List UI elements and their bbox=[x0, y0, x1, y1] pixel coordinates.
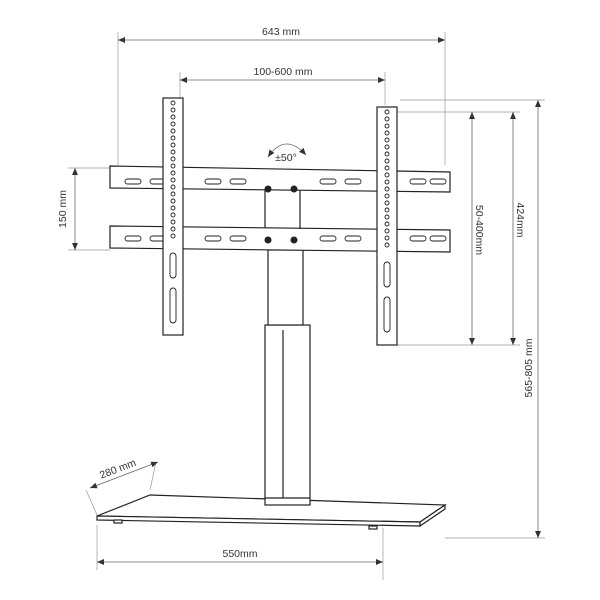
bracket-hole bbox=[384, 214, 390, 220]
bracket-hole bbox=[384, 228, 390, 234]
right-vertical-bracket bbox=[376, 106, 398, 346]
mount-slot bbox=[229, 178, 247, 185]
bracket-hole bbox=[384, 151, 390, 157]
mount-slot bbox=[409, 235, 427, 242]
bracket-hole bbox=[170, 121, 176, 127]
bracket-hole bbox=[170, 156, 176, 162]
overall-width-label: 643 mm bbox=[262, 26, 300, 38]
left-vertical-bracket bbox=[162, 97, 184, 336]
bracket-hole bbox=[384, 242, 390, 248]
bracket-hole bbox=[384, 235, 390, 241]
bracket-hole bbox=[170, 114, 176, 120]
bracket-hole bbox=[384, 200, 390, 206]
bracket-hole bbox=[384, 130, 390, 136]
mount-slot bbox=[229, 235, 247, 242]
bracket-hole bbox=[170, 184, 176, 190]
bracket-hole bbox=[384, 186, 390, 192]
vesa-horizontal-label: 100-600 mm bbox=[254, 66, 313, 78]
mount-slot bbox=[429, 235, 447, 242]
mount-slot bbox=[409, 178, 427, 185]
mount-slot bbox=[204, 235, 222, 242]
bracket-hole bbox=[384, 109, 390, 115]
base-depth-label: 280 mm bbox=[98, 457, 138, 482]
mount-slot bbox=[429, 178, 447, 185]
bracket-hole bbox=[384, 221, 390, 227]
column bbox=[264, 249, 311, 506]
bracket-hole bbox=[170, 163, 176, 169]
bracket-hole bbox=[384, 165, 390, 171]
mount-slot bbox=[204, 178, 222, 185]
bracket-hole bbox=[384, 144, 390, 150]
bracket-slot bbox=[169, 252, 177, 279]
bracket-hole bbox=[170, 135, 176, 141]
mount-slot bbox=[344, 235, 362, 242]
bracket-hole bbox=[384, 137, 390, 143]
bracket-hole bbox=[170, 177, 176, 183]
horizontal-mount-plate bbox=[109, 165, 451, 253]
bracket-hole bbox=[170, 142, 176, 148]
bracket-hole bbox=[384, 207, 390, 213]
bracket-hole bbox=[170, 128, 176, 134]
bracket-hole bbox=[384, 172, 390, 178]
bracket-hole bbox=[170, 198, 176, 204]
bracket-slot bbox=[383, 296, 391, 333]
base-depth-dimension bbox=[89, 461, 159, 489]
bracket-slot bbox=[169, 287, 177, 324]
bracket-hole bbox=[170, 191, 176, 197]
tilt-label: ±50° bbox=[275, 152, 297, 164]
bracket-hole bbox=[170, 100, 176, 106]
total-height-label: 565-805 mm bbox=[523, 338, 535, 397]
bracket-hole bbox=[170, 212, 176, 218]
bracket-hole bbox=[170, 219, 176, 225]
mount-slot bbox=[319, 178, 337, 185]
plate-height-label: 150 mm bbox=[57, 190, 69, 228]
mount-slot bbox=[124, 235, 142, 242]
bracket-height-label: 424mm bbox=[514, 202, 526, 237]
bracket-hole bbox=[170, 149, 176, 155]
bracket-hole bbox=[170, 233, 176, 239]
base-plate bbox=[96, 494, 447, 530]
vesa-vertical-label: 50-400mm bbox=[473, 205, 485, 255]
dimension-lines bbox=[72, 37, 541, 565]
tilt-arrow bbox=[267, 143, 307, 158]
bracket-hole bbox=[384, 123, 390, 129]
bracket-hole bbox=[170, 205, 176, 211]
bolt bbox=[264, 185, 272, 193]
mount-slot bbox=[344, 178, 362, 185]
bracket-hole bbox=[170, 170, 176, 176]
bracket-hole bbox=[384, 116, 390, 122]
bolt bbox=[290, 236, 298, 244]
base-width-label: 550mm bbox=[222, 548, 257, 560]
bracket-hole bbox=[170, 226, 176, 232]
bracket-slot bbox=[383, 261, 391, 288]
bracket-hole bbox=[384, 179, 390, 185]
bolt bbox=[290, 185, 298, 193]
bolt bbox=[264, 236, 272, 244]
bracket-hole bbox=[384, 193, 390, 199]
bracket-hole bbox=[170, 107, 176, 113]
bracket-hole bbox=[384, 158, 390, 164]
mount-slot bbox=[124, 178, 142, 185]
mount-slot bbox=[319, 235, 337, 242]
